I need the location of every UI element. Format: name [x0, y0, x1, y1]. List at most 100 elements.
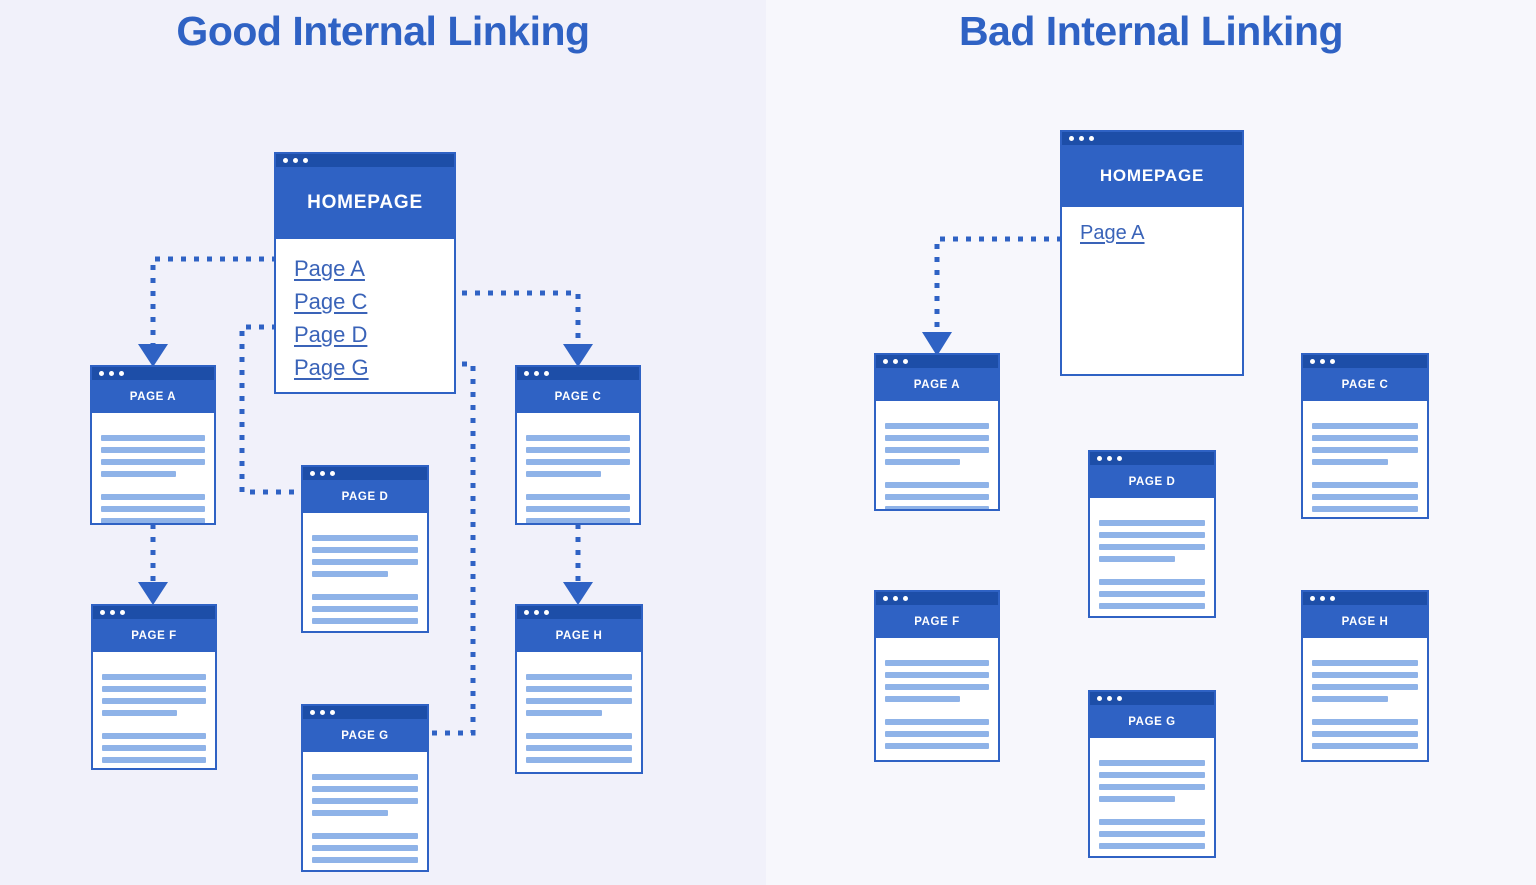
card-title: PAGE H	[1303, 605, 1427, 638]
text-line	[526, 506, 630, 512]
window-dot-icon	[1117, 696, 1122, 701]
card-title: PAGE C	[517, 380, 639, 413]
text-line	[526, 435, 630, 441]
card-page-a-bad[interactable]: PAGE A	[874, 353, 1000, 511]
text-line	[1099, 520, 1205, 526]
window-dot-icon	[544, 610, 549, 615]
text-line	[101, 494, 205, 500]
text-line	[312, 606, 418, 612]
paragraph-gap	[102, 722, 206, 733]
card-page-c-bad[interactable]: PAGE C	[1301, 353, 1429, 519]
text-lines	[526, 435, 630, 523]
text-line	[885, 506, 989, 509]
window-dot-icon	[1097, 696, 1102, 701]
text-line	[885, 719, 989, 725]
text-line	[1099, 603, 1205, 609]
text-line	[526, 459, 630, 465]
card-title: HOMEPAGE	[276, 167, 454, 239]
window-dot-icon	[1117, 456, 1122, 461]
text-line	[885, 743, 989, 749]
card-title: PAGE F	[93, 619, 215, 652]
card-page-f-good[interactable]: PAGE F	[91, 604, 217, 770]
text-line	[526, 471, 601, 477]
text-lines	[312, 535, 418, 630]
card-page-a-good[interactable]: PAGE A	[90, 365, 216, 525]
window-dot-icon	[1079, 136, 1084, 141]
card-page-h-bad[interactable]: PAGE H	[1301, 590, 1429, 762]
window-dot-icon	[534, 371, 539, 376]
window-dot-icon	[310, 471, 315, 476]
homepage-link-page-a[interactable]: Page A	[294, 256, 365, 281]
text-line	[101, 435, 205, 441]
text-line	[885, 435, 989, 441]
titlebar	[1090, 452, 1214, 465]
paragraph-gap	[1099, 808, 1205, 819]
homepage-link-page-d[interactable]: Page D	[294, 322, 368, 348]
text-line	[1312, 435, 1418, 441]
card-page-g-good[interactable]: PAGE G	[301, 704, 429, 872]
text-line	[1312, 696, 1389, 702]
window-dot-icon	[120, 610, 125, 615]
text-lines	[885, 423, 989, 509]
text-line	[312, 571, 389, 577]
window-dot-icon	[330, 471, 335, 476]
titlebar	[517, 367, 639, 380]
text-lines	[1312, 660, 1418, 755]
text-line	[1099, 544, 1205, 550]
homepage-link-page-g[interactable]: Page G	[294, 355, 369, 381]
card-page-h-good[interactable]: PAGE H	[515, 604, 643, 774]
window-dot-icon	[100, 610, 105, 615]
card-title: PAGE H	[517, 619, 641, 652]
card-page-d-bad[interactable]: PAGE D	[1088, 450, 1216, 618]
card-body	[303, 752, 427, 870]
titlebar	[92, 367, 214, 380]
card-title: PAGE D	[303, 480, 427, 513]
card-homepage-good[interactable]: HOMEPAGE Page A Page C Page D Page G	[274, 152, 456, 394]
text-line	[101, 459, 205, 465]
paragraph-gap	[1312, 708, 1418, 719]
card-body	[92, 413, 214, 523]
card-page-d-good[interactable]: PAGE D	[301, 465, 429, 633]
text-line	[885, 696, 960, 702]
panel-title-good: Good Internal Linking	[176, 8, 590, 54]
text-line	[312, 559, 418, 565]
window-dot-icon	[99, 371, 104, 376]
text-line	[526, 698, 632, 704]
text-line	[312, 618, 418, 624]
card-homepage-bad[interactable]: HOMEPAGE Page A	[1060, 130, 1244, 376]
card-body	[1303, 401, 1427, 517]
card-page-f-bad[interactable]: PAGE F	[874, 590, 1000, 762]
text-line	[526, 518, 630, 523]
homepage-link-page-c[interactable]: Page C	[294, 289, 368, 315]
text-line	[1099, 831, 1205, 837]
text-line	[312, 798, 418, 804]
titlebar	[517, 606, 641, 619]
text-lines	[101, 435, 205, 523]
card-page-g-bad[interactable]: PAGE G	[1088, 690, 1216, 858]
window-dot-icon	[893, 596, 898, 601]
window-dot-icon	[293, 158, 298, 163]
text-line	[102, 757, 206, 763]
text-line	[101, 471, 176, 477]
homepage-link-page-a[interactable]: Page A	[1080, 222, 1145, 244]
text-line	[1312, 459, 1389, 465]
titlebar	[876, 592, 998, 605]
card-title: PAGE G	[1090, 705, 1214, 738]
card-body	[1090, 498, 1214, 616]
text-line	[526, 447, 630, 453]
text-line	[102, 745, 206, 751]
window-dot-icon	[1320, 359, 1325, 364]
window-dot-icon	[109, 371, 114, 376]
text-line	[885, 423, 989, 429]
text-line	[1312, 719, 1418, 725]
titlebar	[1062, 132, 1242, 145]
window-dot-icon	[330, 710, 335, 715]
window-dot-icon	[1310, 596, 1315, 601]
text-lines	[1099, 760, 1205, 855]
text-line	[526, 686, 632, 692]
text-line	[102, 710, 177, 716]
window-dot-icon	[544, 371, 549, 376]
window-dot-icon	[1089, 136, 1094, 141]
card-title: PAGE A	[92, 380, 214, 413]
card-page-c-good[interactable]: PAGE C	[515, 365, 641, 525]
